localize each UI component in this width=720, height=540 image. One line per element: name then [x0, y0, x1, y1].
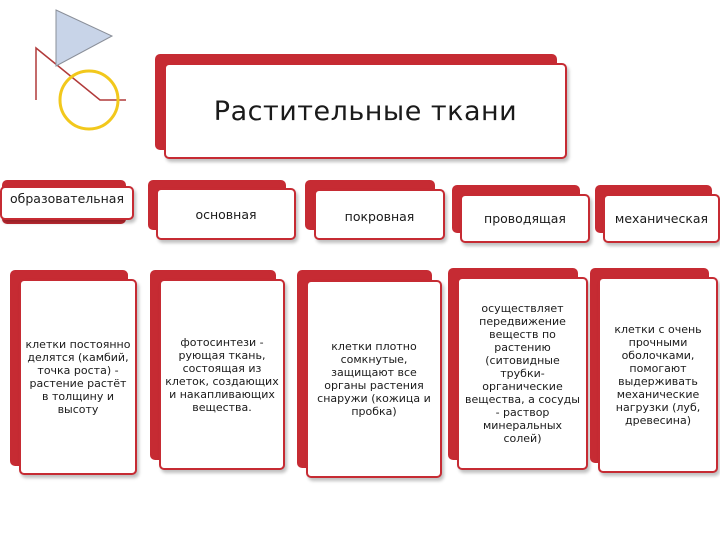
description-card-4: клетки с очень прочными оболочками, помо…	[590, 268, 718, 473]
column-name: образовательная	[10, 191, 124, 206]
column-header-2: покровная	[305, 180, 445, 240]
decorative-circle	[58, 69, 120, 131]
description-card-1: фотосинтези - рующая ткань, состоящая из…	[150, 270, 285, 470]
description-card-3: осуществляет передвижение веществ по рас…	[448, 268, 588, 470]
column-header-4: механическая	[595, 185, 720, 243]
decorative-triangle	[55, 9, 114, 67]
column-header-0: образовательная	[0, 180, 134, 232]
column-name: механическая	[614, 211, 709, 226]
title-card: Растительные ткани	[155, 54, 567, 159]
column-description: клетки плотно сомкнутые, защищают все ор…	[317, 340, 431, 418]
description-card-0: клетки постоянно делятся (камбий, точка …	[10, 270, 137, 475]
column-header-1: основная	[148, 180, 296, 240]
column-name: основная	[195, 206, 257, 222]
column-description: фотосинтези - рующая ткань, состоящая из…	[165, 335, 279, 414]
column-header-3: проводящая	[452, 185, 590, 243]
description-card-2: клетки плотно сомкнутые, защищают все ор…	[297, 270, 442, 478]
decorative-lines	[35, 46, 126, 101]
diagram-title: Растительные ткани	[213, 95, 518, 127]
column-description: клетки с очень прочными оболочками, помо…	[614, 323, 702, 427]
column-description: осуществляет передвижение веществ по рас…	[465, 302, 580, 445]
column-name: покровная	[344, 209, 415, 224]
column-name: проводящая	[484, 211, 566, 226]
column-description: клетки постоянно делятся (камбий, точка …	[25, 338, 131, 416]
